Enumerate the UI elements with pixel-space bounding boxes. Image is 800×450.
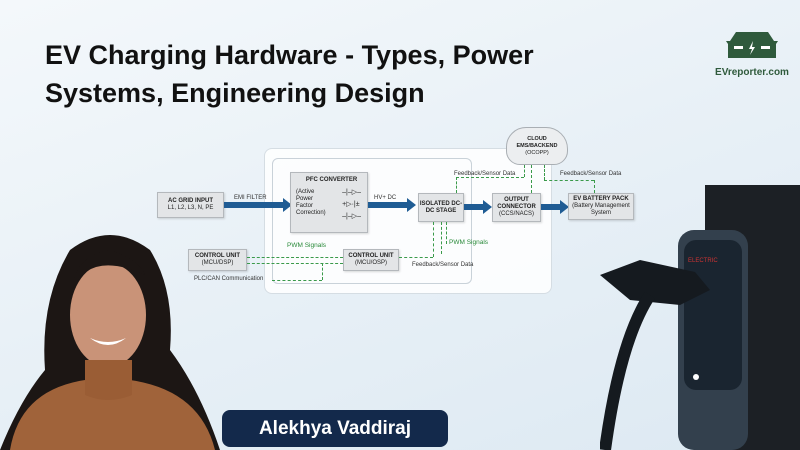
power-arrow: [464, 200, 492, 214]
ac-grid-title: AC GRID INPUT: [168, 198, 213, 204]
battery-sub: (Battery Management System: [572, 203, 630, 216]
ev-charger-photo: ELECTRIC: [600, 185, 800, 450]
output-connector-box: OUTPUT CONNECTOR(CCS/NACS): [492, 193, 541, 222]
control-unit-left: CONTROL UNIT(MCU/DSP): [188, 249, 247, 271]
presenter-name: Alekhya Vaddiraj: [258, 417, 412, 439]
feedback-line: [544, 165, 545, 180]
presenter-photo: [0, 235, 220, 450]
control-left-title: CONTROL UNIT: [194, 253, 241, 259]
pfc-box: PFC CONVERTER (Active Power Factor Correc…: [290, 172, 368, 233]
feedback-line: [544, 180, 594, 181]
presenter-name-badge: Alekhya Vaddiraj: [222, 410, 448, 447]
control-mid-sub: (MCU/OSP): [355, 260, 387, 266]
pwm-label: PWM Signals: [287, 242, 327, 249]
control-unit-mid: CONTROL UNIT(MCU/OSP): [343, 249, 399, 271]
feedback-label: Feedback/Sensor Data: [412, 262, 474, 268]
isolated-title: ISOLATED DC-DC STAGE: [419, 200, 463, 214]
plc-line: [272, 280, 322, 281]
feedback-line: [524, 165, 525, 177]
power-arrow: [541, 200, 569, 214]
cloud-backend: CLOUD EMS/BACKEND(OCOPP): [506, 127, 568, 165]
battery-title: EV BATTERY PACK: [573, 196, 629, 202]
feedback-line: [456, 177, 457, 193]
feedback-line: [594, 180, 595, 193]
output-title: OUTPUT CONNECTOR: [497, 197, 536, 210]
power-arrow: [224, 198, 292, 212]
pwm-line: [446, 222, 447, 244]
pwm-line: [441, 222, 442, 254]
feedback-label: Feedback/Sensor Data: [454, 171, 516, 177]
title-line-2: Systems, Engineering Design: [45, 78, 425, 108]
output-sub: (CCS/NACS): [498, 211, 534, 217]
hv-dc-label: HV+ DC: [374, 195, 397, 201]
pwm-label: PWM Signals: [449, 239, 489, 246]
cloud-sub: (OCOPP): [525, 150, 549, 156]
control-mid-title: CONTROL UNIT: [348, 253, 394, 259]
feedback-line: [399, 257, 433, 258]
feedback-line: [433, 222, 434, 257]
pfc-title: PFC CONVERTER: [305, 177, 358, 183]
charger-boundary: [272, 158, 472, 284]
ac-grid-sub: L1, L2, L3, N, PE: [167, 205, 214, 211]
feedback-line: [531, 165, 532, 193]
pwm-line: [247, 263, 343, 264]
evreporter-logo: EVreporter.com: [712, 28, 792, 78]
plc-line: [322, 263, 323, 280]
pfc-sub: (Active Power Factor Correction): [296, 189, 326, 216]
title-line-1: EV Charging Hardware - Types, Power: [45, 40, 534, 70]
circuit-symbols-icon: –|–▷–+▷·|±–|–▷–: [342, 189, 361, 220]
emi-filter-label: EMI FILTER: [234, 195, 267, 201]
charger-label: ELECTRIC: [688, 258, 718, 264]
control-left-sub: (MCU/DSP): [201, 260, 234, 266]
cloud-title: CLOUD EMS/BACKEND: [516, 136, 558, 149]
battery-box: EV BATTERY PACK(Battery Management Syste…: [568, 193, 634, 220]
ev-car-icon: [726, 32, 778, 58]
feedback-line: [456, 177, 524, 178]
pwm-line: [247, 257, 343, 258]
logo-text: EVreporter.com: [715, 67, 789, 78]
feedback-label: Feedback/Sensor Data: [560, 171, 622, 177]
power-arrow: [368, 198, 416, 212]
isolated-dcdc-box: ISOLATED DC-DC STAGE: [418, 193, 464, 222]
plc-can-label: PLC/CAN Communication: [194, 276, 264, 282]
